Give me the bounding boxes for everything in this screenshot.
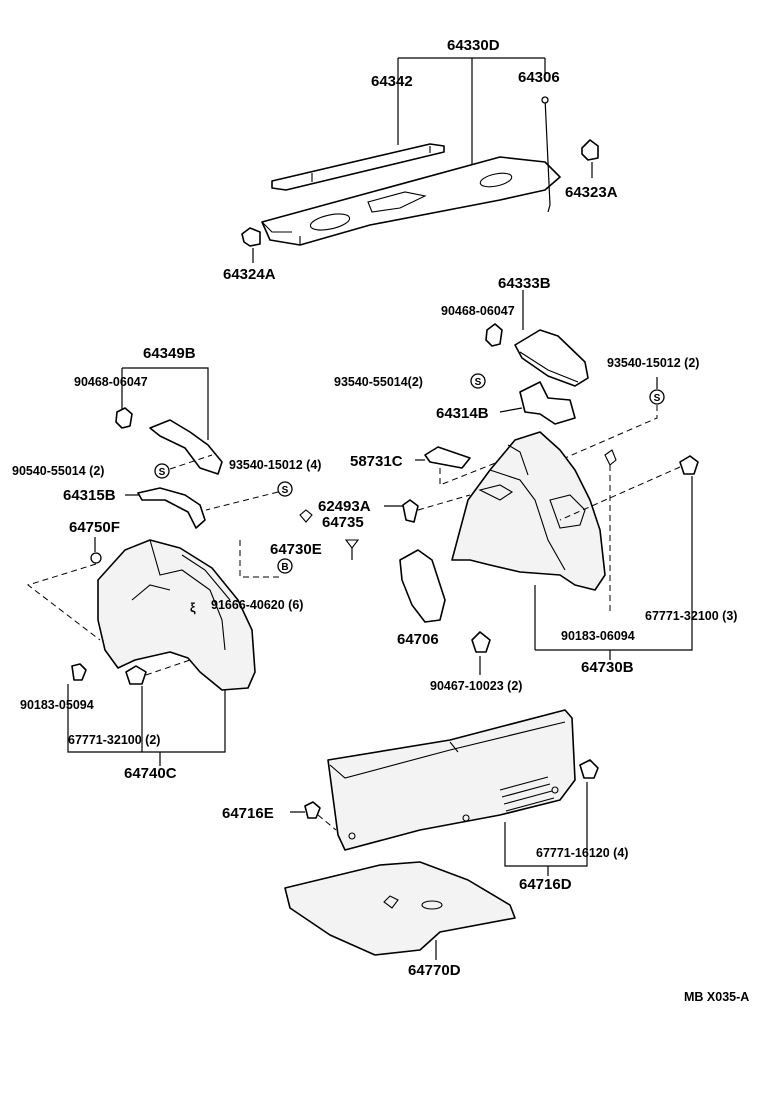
label-91666: 91666-40620 (6) [211,598,303,612]
screw-67771-left [125,665,147,685]
clip-62493A [402,499,419,523]
diagram-code: MB X035-A [684,990,749,1004]
svg-text:S: S [159,467,166,478]
label-64324A: 64324A [223,266,276,283]
label-64706: 64706 [397,631,439,648]
label-64735: 64735 [322,514,364,531]
box-64333B [514,329,589,387]
label-90467: 90467-10023 (2) [430,679,522,693]
label-90540-55014: 90540-55014 (2) [12,464,104,478]
label-64323A: 64323A [565,184,618,201]
back-panel-group: 64716E 67771-16120 (4) 64716D [222,709,628,893]
left-quarter-trim-group: 64750F ξ 64730E B 91666-40620 (6) 90183-… [20,519,360,782]
label-64306: 64306 [518,69,560,86]
label-67771-32100-2: 67771-32100 (2) [68,733,160,747]
label-90468-b: 90468-06047 [74,375,148,389]
clip-90183-left [71,663,87,681]
clip-90468-b [115,407,133,429]
label-64342: 64342 [371,73,413,90]
label-64716D: 64716D [519,876,572,893]
package-tray-trim-group [241,57,599,263]
svg-text:S: S [475,377,482,388]
clip-64750F [90,552,102,564]
bracket-64315B [137,487,206,529]
label-64349B: 64349B [143,345,196,362]
quarter-trim-64730B [451,431,606,591]
quarter-trim-64740C [97,539,256,691]
label-64770D: 64770D [408,962,461,979]
clip-64324A [241,227,261,247]
label-93540-55014: 93540-55014(2) [334,375,423,389]
package-tray-panel [261,156,561,246]
back-panel-64716D [327,709,576,851]
label-90468-a: 90468-06047 [441,304,515,318]
clip-64323A [581,139,599,161]
label-90183-left: 90183-05094 [20,698,94,712]
label-67771-32100-3: 67771-32100 (3) [645,609,737,623]
screw-symbol-s-right [649,389,665,405]
screw-symbol-s-center [277,481,293,497]
label-64333B: 64333B [498,275,551,292]
label-90183-right: 90183-06094 [561,629,635,643]
label-64330D: 64330D [447,37,500,54]
clip-90468-a [485,323,503,347]
label-64730E: 64730E [270,541,322,558]
label-62493A: 62493A [318,498,371,515]
floor-mat-64770D [284,861,516,956]
screw-67771-right [679,455,699,475]
label-58731C: 58731C [350,453,403,470]
svg-text:S: S [654,393,661,404]
svg-text:S: S [282,485,289,496]
cover-64349B [149,419,223,475]
top-labels: 64330D 64342 64306 64323A 64324A [223,37,618,283]
right-upper-group: 64333B 90468-06047 93540-55014(2) S 6431… [334,275,699,459]
floor-mat-group: 64770D [284,861,516,979]
cover-58731C [424,446,471,469]
screw-symbol-s [470,373,486,389]
screw-67771-16120 [579,759,599,779]
screw-symbol-s-left [154,463,170,479]
left-upper-group: 64349B 90468-06047 90540-55014 (2) S 935… [12,345,364,531]
label-93540-15012-left: 93540-15012 (4) [229,458,321,472]
pad-64706 [399,549,446,623]
strip-64342 [271,143,445,191]
right-quarter-trim-group: 58731C 62493A 64706 67771-32100 (3) 9018… [318,431,737,693]
trim-mark: ξ [190,601,196,615]
label-64740C: 64740C [124,765,177,782]
label-67771-16120: 67771-16120 (4) [536,846,628,860]
clip-90467 [471,631,491,653]
clip-64716E [304,801,321,819]
label-64750F: 64750F [69,519,120,536]
label-93540-15012-right: 93540-15012 (2) [607,356,699,370]
svg-text:B: B [281,562,288,573]
label-64716E: 64716E [222,805,274,822]
label-64315B: 64315B [63,487,116,504]
bracket-64314B [519,381,576,425]
label-64314B: 64314B [436,405,489,422]
bolt-symbol-b [277,558,293,574]
label-64730B: 64730B [581,659,634,676]
